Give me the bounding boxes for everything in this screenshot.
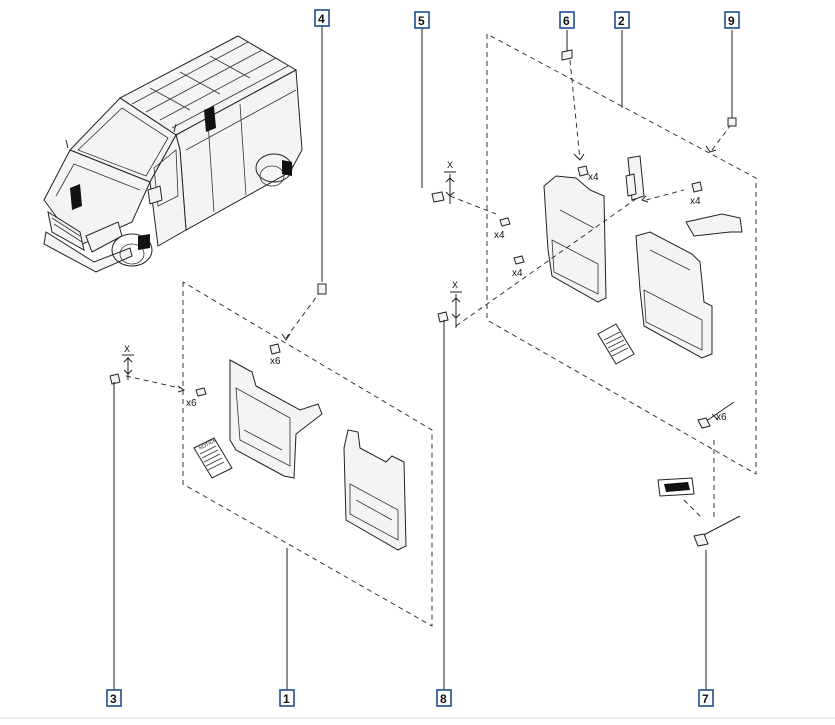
clip-part-6 (561, 49, 573, 61)
svg-text:3: 3 (110, 692, 117, 706)
rear-kit-group: NOTICE x6 x6 (125, 281, 433, 627)
front-nut-qty: x4 (690, 196, 701, 207)
front-kit-group: x4 x4 x4 x4 (449, 33, 757, 475)
callout-8[interactable]: 8 (436, 689, 452, 707)
rear-mudflap-right (343, 429, 407, 551)
svg-text:4: 4 (318, 12, 325, 26)
rear-mudflap-left (229, 359, 323, 479)
torque-screw-5: X (421, 26, 456, 204)
callout-3[interactable]: 3 (106, 689, 122, 707)
front-mudflap-right (635, 231, 713, 359)
callout-4[interactable]: 4 (314, 9, 330, 27)
callout-9[interactable]: 9 (724, 11, 740, 29)
front-clip-qty: x4 (588, 172, 599, 183)
callout-7[interactable]: 7 (698, 689, 714, 707)
torque-screw-8: X (437, 280, 462, 690)
rivet-qty: x6 (716, 412, 727, 423)
torque-screw-left: X (109, 344, 134, 690)
front-mudflap-left (543, 175, 607, 303)
rear-kit-outline (182, 281, 433, 627)
svg-text:2: 2 (618, 14, 625, 28)
rivet-group: x6 (657, 401, 741, 690)
callout-6[interactable]: 6 (559, 11, 575, 29)
clip-part-4 (317, 26, 327, 295)
van-illustration (43, 35, 303, 273)
svg-text:9: 9 (728, 14, 735, 28)
torque-marker-5: X (447, 160, 453, 170)
callout-5[interactable]: 5 (414, 11, 430, 29)
callout-1[interactable]: 1 (279, 689, 295, 707)
svg-text:8: 8 (440, 692, 447, 706)
rear-screw-qty: x6 (186, 398, 197, 409)
front-kit-outline (486, 33, 757, 475)
svg-text:1: 1 (283, 692, 290, 706)
rear-clip (269, 343, 281, 355)
torque-marker-8: X (452, 280, 458, 290)
callout-2[interactable]: 2 (614, 11, 630, 29)
rear-screw (195, 387, 207, 397)
svg-text:5: 5 (418, 14, 425, 28)
instruction-booklet-rear (193, 437, 233, 479)
rear-clip-qty: x6 (270, 356, 281, 367)
torque-marker-left: X (124, 344, 130, 354)
front-screw-qty-upper: x4 (494, 230, 505, 241)
front-screw-qty-lower: x4 (512, 268, 523, 279)
front-bracket-2 (685, 213, 743, 237)
svg-text:7: 7 (702, 692, 709, 706)
svg-text:6: 6 (563, 14, 570, 28)
